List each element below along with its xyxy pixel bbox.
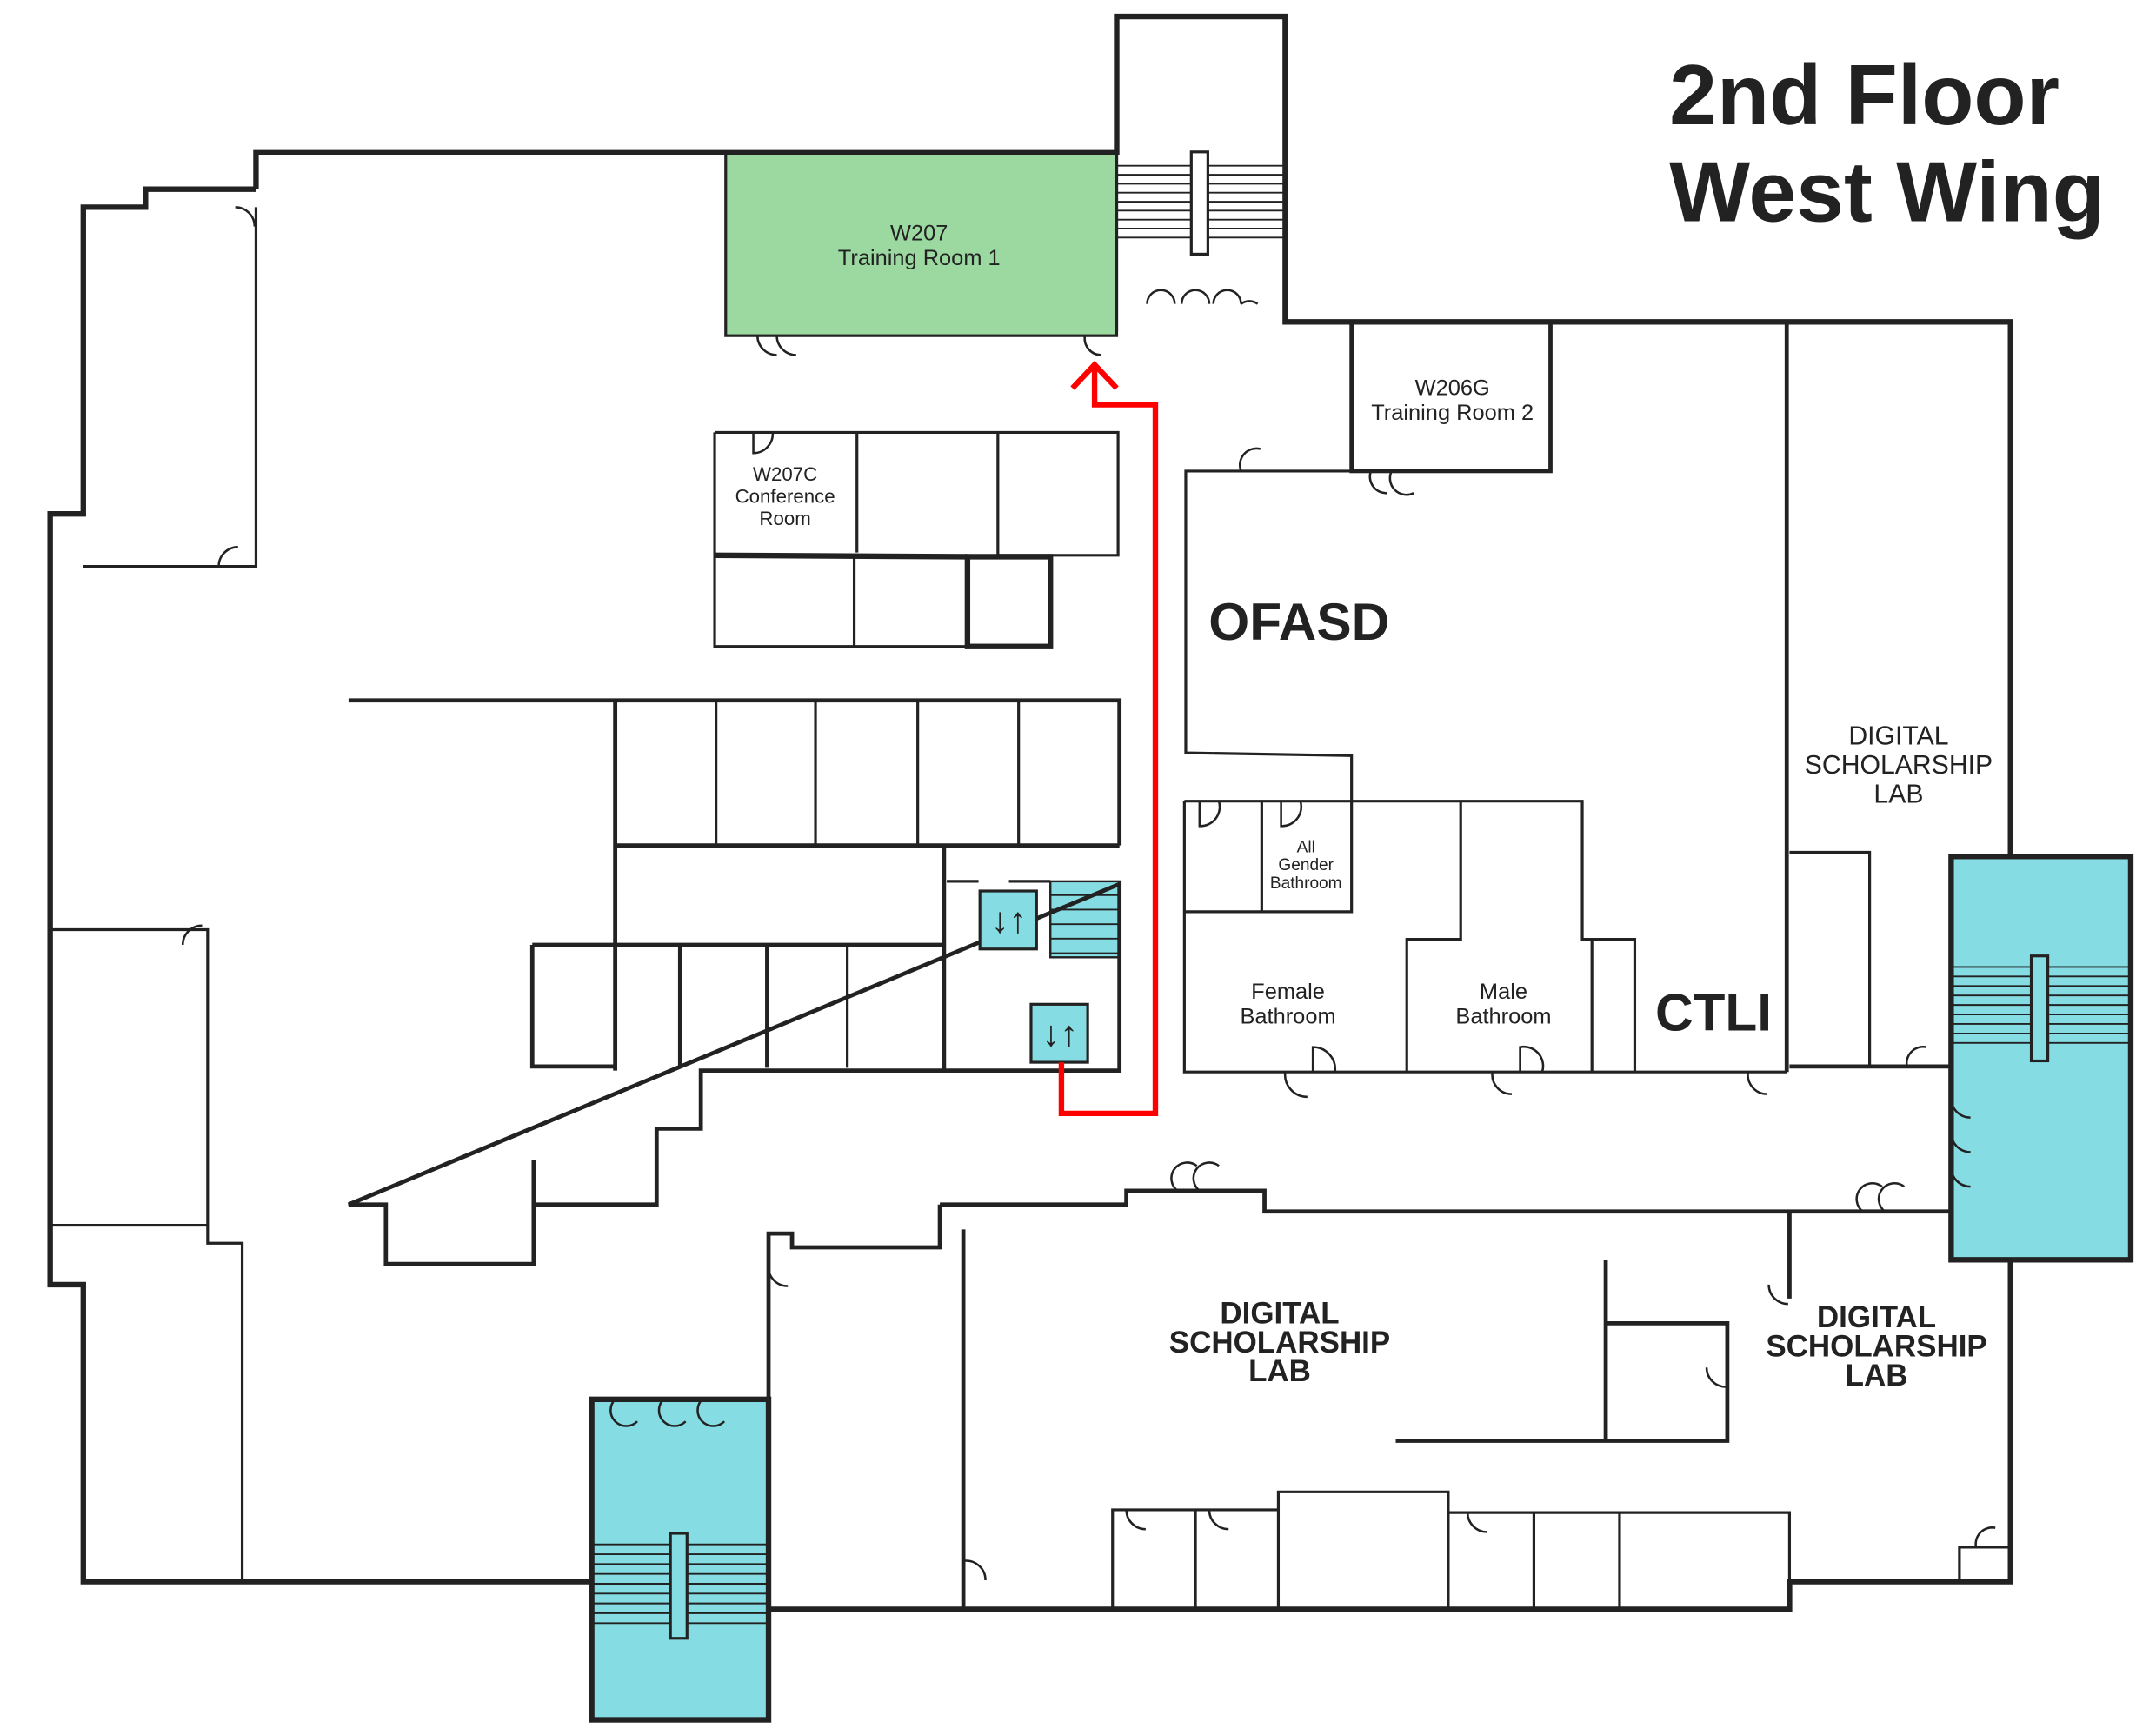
page-subtitle: West Wing [1669,143,2105,239]
stairwell-top [1116,150,1286,256]
elevator-1[interactable]: ↓↑ [978,889,1038,951]
room-w206g[interactable] [1349,319,1553,474]
room-label-ofasd: OFASD [1208,592,1389,651]
room-w207[interactable] [724,151,1119,337]
stairs-center [1049,880,1121,959]
elevator-icon: ↓↑ [991,901,1027,941]
room-label-ctli: CTLI [1655,983,1772,1042]
doors [181,206,1996,1581]
stairwell-bottom [589,1396,772,1723]
route-path [1058,360,1159,1117]
arrow-up-icon [1070,360,1119,390]
elevator-icon: ↓↑ [1042,1014,1078,1054]
stairwell-right [1948,854,2134,1263]
elevator-2[interactable]: ↓↑ [1029,1002,1089,1064]
page-title: 2nd Floor [1669,47,2060,143]
